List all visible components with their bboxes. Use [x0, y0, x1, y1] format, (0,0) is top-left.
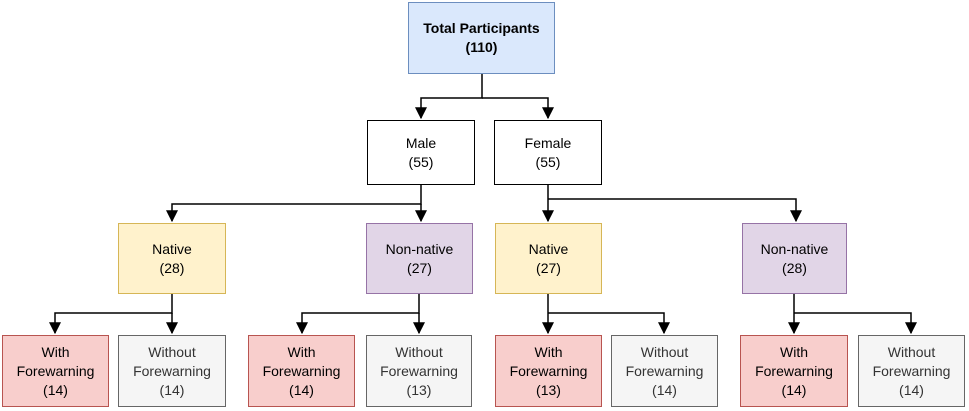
leaf-line1: Without	[395, 343, 443, 360]
connector-female-nonnative	[548, 198, 802, 223]
leaf-line1: With	[534, 343, 563, 360]
female-label: Female	[524, 134, 572, 151]
female-native-label: Native	[528, 240, 569, 257]
leaf-line2: Forewarning	[262, 362, 341, 379]
total-participants-node: Total Participants (110)	[408, 2, 555, 74]
leaf-count: (13)	[536, 381, 561, 398]
leaf-node-5: With Forewarning (13)	[495, 335, 602, 407]
leaf-node-6: Without Forewarning (14)	[611, 335, 718, 407]
connector-root-female	[482, 97, 554, 120]
male-native-label: Native	[152, 240, 192, 257]
leaf-line2: Forewarning	[755, 362, 833, 379]
male-nonnative-count: (27)	[407, 259, 432, 276]
connector-leaf-3	[296, 294, 420, 335]
male-native-count: (28)	[159, 259, 185, 276]
male-native-node: Native (28)	[118, 223, 226, 294]
connector-leaf-6	[548, 312, 670, 335]
male-nonnative-label: Non-native	[385, 240, 454, 257]
leaf-line2: Forewarning	[133, 362, 211, 379]
total-participants-title: Total Participants	[423, 20, 540, 36]
male-count: (55)	[408, 153, 434, 170]
leaf-line2: Forewarning	[16, 362, 95, 379]
leaf-count: (14)	[781, 381, 807, 398]
leaf-count: (13)	[406, 381, 432, 398]
female-native-node: Native (27)	[495, 223, 602, 294]
leaf-node-7: With Forewarning (14)	[740, 335, 848, 407]
leaf-node-2: Without Forewarning (14)	[118, 335, 226, 407]
leaf-line2: Forewarning	[625, 362, 704, 379]
leaf-node-4: Without Forewarning (13)	[366, 335, 472, 407]
leaf-count: (14)	[43, 381, 68, 398]
leaf-node-1: With Forewarning (14)	[2, 335, 109, 407]
connector-root-male	[415, 74, 483, 120]
leaf-count: (14)	[652, 381, 677, 398]
female-native-count: (27)	[536, 259, 561, 276]
female-node: Female (55)	[494, 120, 602, 185]
leaf-line2: Forewarning	[872, 362, 951, 379]
leaf-node-3: With Forewarning (14)	[248, 335, 355, 407]
male-nonnative-node: Non-native (27)	[366, 223, 473, 294]
leaf-line1: With	[287, 343, 316, 360]
connector-male-native	[166, 185, 422, 223]
leaf-line1: Without	[640, 343, 689, 360]
leaf-line2: Forewarning	[509, 362, 588, 379]
leaf-count: (14)	[159, 381, 185, 398]
female-nonnative-label: Non-native	[760, 240, 829, 257]
leaf-count: (14)	[289, 381, 314, 398]
female-nonnative-count: (28)	[782, 259, 807, 276]
female-count: (55)	[535, 153, 561, 170]
leaf-line1: With	[780, 343, 808, 360]
leaf-line1: Without	[887, 343, 936, 360]
leaf-line2: Forewarning	[380, 362, 458, 379]
connector-leaf-1	[49, 294, 173, 335]
male-label: Male	[405, 134, 437, 151]
leaf-count: (14)	[899, 381, 924, 398]
male-node: Male (55)	[367, 120, 475, 185]
leaf-line1: Without	[148, 343, 196, 360]
female-nonnative-node: Non-native (28)	[742, 223, 847, 294]
leaf-node-8: Without Forewarning (14)	[858, 335, 965, 407]
connector-leaf-8	[794, 312, 917, 335]
leaf-line1: With	[41, 343, 70, 360]
total-participants-count: (110)	[465, 39, 498, 55]
